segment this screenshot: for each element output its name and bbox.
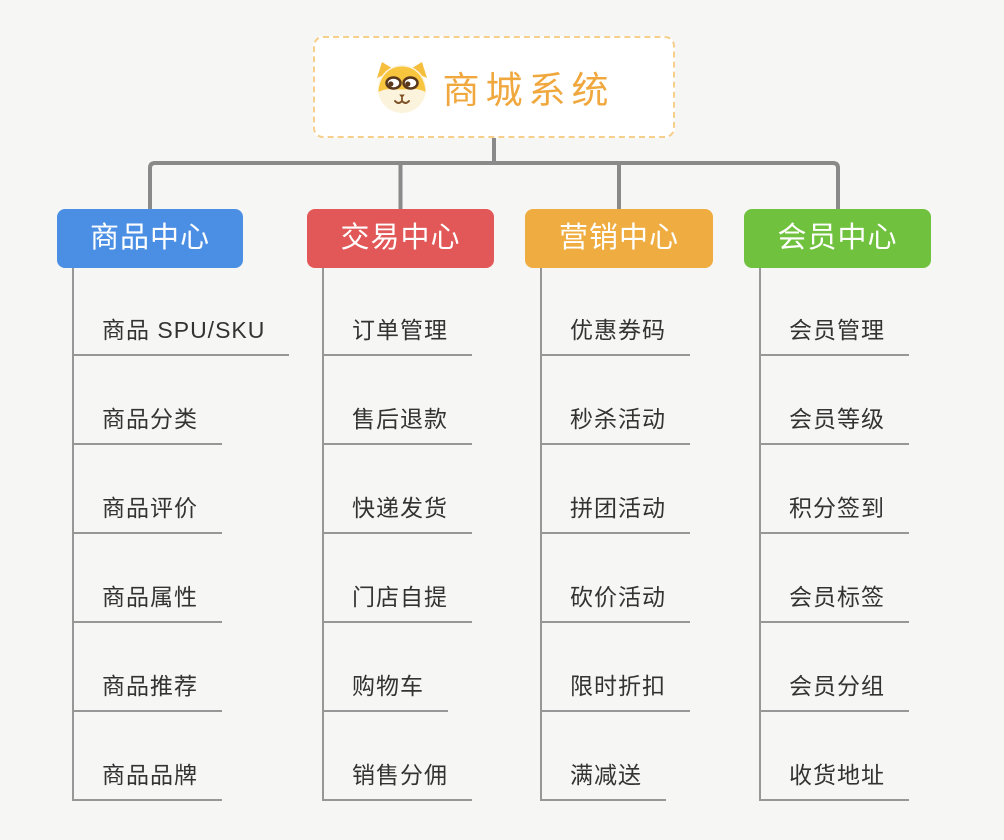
leaf-node[interactable]: 拼团活动 (540, 495, 690, 534)
leaf-node[interactable]: 会员分组 (759, 673, 909, 712)
branch-spine (322, 268, 324, 801)
leaf-node[interactable]: 秒杀活动 (540, 406, 690, 445)
leaf-node[interactable]: 快递发货 (322, 495, 472, 534)
branch-node-product-center[interactable]: 商品中心 (57, 209, 243, 268)
leaf-node[interactable]: 收货地址 (759, 762, 909, 801)
leaf-node[interactable]: 积分签到 (759, 495, 909, 534)
leaf-node[interactable]: 门店自提 (322, 584, 472, 623)
leaf-node[interactable]: 砍价活动 (540, 584, 690, 623)
leaf-node[interactable]: 售后退款 (322, 406, 472, 445)
root-title: 商城系统 (442, 70, 615, 111)
leaf-node[interactable]: 满减送 (540, 762, 666, 801)
leaf-node[interactable]: 商品 SPU/SKU (72, 317, 290, 356)
branch-spine (540, 268, 542, 801)
branch-node-member-center[interactable]: 会员中心 (744, 209, 931, 268)
dog-face-icon (376, 62, 427, 113)
leaf-node[interactable]: 订单管理 (322, 317, 472, 356)
branch-spine (72, 268, 74, 801)
leaf-node[interactable]: 会员管理 (759, 317, 909, 356)
leaf-node[interactable]: 商品属性 (72, 584, 222, 623)
leaf-node[interactable]: 会员标签 (759, 584, 909, 623)
leaf-node[interactable]: 商品评价 (72, 495, 222, 534)
leaf-node[interactable]: 优惠券码 (540, 317, 690, 356)
leaf-node[interactable]: 会员等级 (759, 406, 909, 445)
branch-bracket-line (148, 161, 840, 210)
leaf-node[interactable]: 限时折扣 (540, 673, 690, 712)
root-node[interactable]: 商城系统 (313, 36, 675, 138)
leaf-node[interactable]: 商品推荐 (72, 673, 222, 712)
leaf-node[interactable]: 购物车 (322, 673, 448, 712)
branch-spine (759, 268, 761, 801)
leaf-node[interactable]: 商品分类 (72, 406, 222, 445)
branch-node-marketing-center[interactable]: 营销中心 (525, 209, 713, 268)
leaf-node[interactable]: 销售分佣 (322, 762, 472, 801)
leaf-node[interactable]: 商品品牌 (72, 762, 222, 801)
branch-node-trade-center[interactable]: 交易中心 (307, 209, 494, 268)
